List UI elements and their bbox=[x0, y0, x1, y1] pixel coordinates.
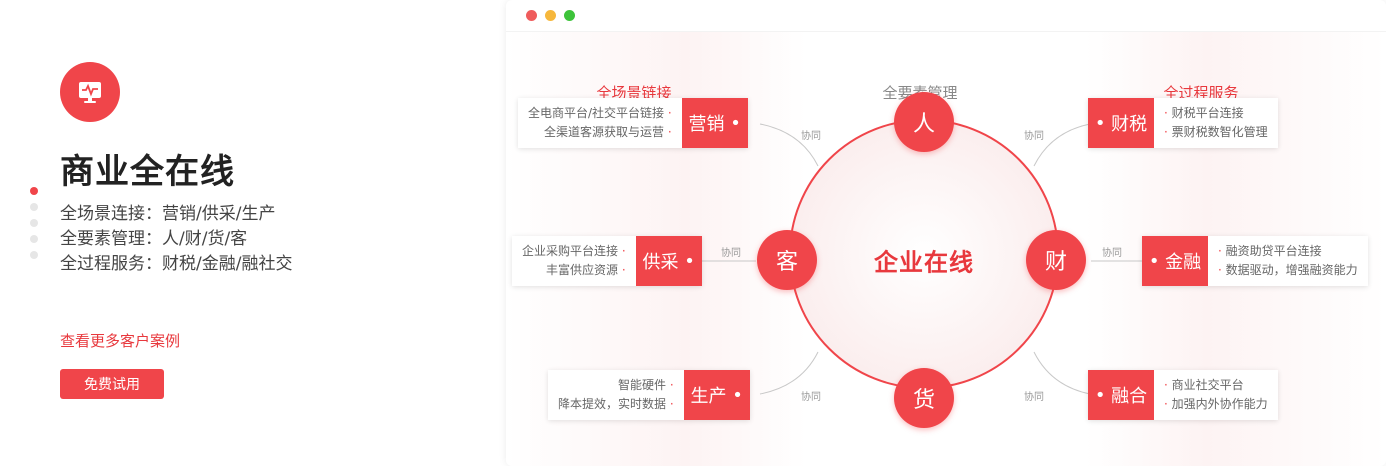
card-line: 财税平台连接 bbox=[1171, 106, 1244, 120]
card-label-text: 财税 bbox=[1111, 114, 1148, 135]
window-titlebar bbox=[506, 0, 1386, 32]
connector-lines bbox=[702, 123, 1143, 395]
card-description: · 融资助贷平台连接 · 数据驱动，增强融资能力 bbox=[1218, 244, 1358, 277]
card-line: 降本提效，实时数据 bbox=[558, 397, 667, 411]
card-fusion[interactable]: • 融合 · 商业社交平台 · 加强内外协作能力 bbox=[1088, 370, 1278, 420]
card-label: 供采 • bbox=[635, 236, 702, 286]
card-line: 智能硬件 bbox=[618, 378, 667, 392]
carousel-dot-1[interactable] bbox=[30, 187, 38, 195]
card-description: 全电商平台/社交平台链接 · 全渠道客源获取与运营 · bbox=[528, 106, 672, 139]
card-label-text: 融合 bbox=[1111, 386, 1148, 407]
card-description: · 商业社交平台 · 加强内外协作能力 bbox=[1164, 378, 1268, 411]
carousel-dot-3[interactable] bbox=[30, 219, 38, 227]
card-description: 企业采购平台连接 · 丰富供应资源 · bbox=[522, 244, 626, 277]
card-line: 全电商平台/社交平台链接 bbox=[528, 106, 665, 120]
card-line: 加强内外协作能力 bbox=[1171, 397, 1268, 411]
card-label-text: 生产 bbox=[690, 386, 727, 407]
diagram-canvas: 全场景链接 全要素管理 全过程服务 企业在线 人 客 财 货 协同 协同 协同 … bbox=[506, 32, 1386, 466]
header-right: 全过程服务 bbox=[1163, 84, 1239, 102]
link-label: 协同 bbox=[1102, 248, 1122, 259]
monitor-pulse-icon bbox=[60, 62, 120, 122]
card-line: 全渠道客源获取与运营 bbox=[544, 125, 665, 139]
carousel-dot-5[interactable] bbox=[30, 251, 38, 259]
card-tax[interactable]: • 财税 · 财税平台连接 · 票财税数智化管理 bbox=[1088, 98, 1278, 148]
window-maximize-dot[interactable] bbox=[564, 10, 575, 21]
free-trial-button[interactable]: 免费试用 bbox=[60, 369, 164, 399]
card-line: 丰富供应资源 bbox=[546, 263, 619, 277]
card-production[interactable]: 智能硬件 · 降本提效，实时数据 · 生产 • bbox=[548, 370, 750, 420]
feature-item: 全要素管理：人/财/货/客 bbox=[60, 229, 248, 249]
card-label: • 融合 bbox=[1088, 370, 1154, 420]
card-description: · 财税平台连接 · 票财税数智化管理 bbox=[1164, 106, 1268, 139]
window-minimize-dot[interactable] bbox=[545, 10, 556, 21]
card-description: 智能硬件 · 降本提效，实时数据 · bbox=[558, 378, 674, 411]
card-label-text: 供采 bbox=[642, 252, 679, 273]
card-line: 融资助贷平台连接 bbox=[1225, 244, 1322, 258]
feature-item: 全场景连接：营销/供采/生产 bbox=[60, 204, 276, 224]
link-label: 协同 bbox=[801, 131, 821, 142]
center-label: 企业在线 bbox=[874, 248, 974, 277]
card-label: 生产 • bbox=[683, 370, 750, 420]
card-label: 营销 • bbox=[681, 98, 748, 148]
carousel-dot-4[interactable] bbox=[30, 235, 38, 243]
window-close-dot[interactable] bbox=[526, 10, 537, 21]
card-marketing[interactable]: 全电商平台/社交平台链接 · 全渠道客源获取与运营 · 营销 • bbox=[518, 98, 748, 148]
card-label-text: 营销 bbox=[688, 114, 725, 135]
card-label: • 财税 bbox=[1088, 98, 1154, 148]
card-line: 数据驱动，增强融资能力 bbox=[1225, 263, 1358, 277]
card-label-text: 金融 bbox=[1165, 252, 1202, 273]
card-line: 票财税数智化管理 bbox=[1171, 125, 1268, 139]
card-finance[interactable]: • 金融 · 融资助贷平台连接 · 数据驱动，增强融资能力 bbox=[1142, 236, 1368, 286]
node-finance[interactable]: 财 bbox=[1026, 230, 1086, 290]
card-line: 商业社交平台 bbox=[1171, 378, 1244, 392]
feature-list: 全场景连接：营销/供采/生产 全要素管理：人/财/货/客 全过程服务：财税/金融… bbox=[60, 202, 292, 277]
node-person[interactable]: 人 bbox=[894, 92, 954, 152]
diagram-window: 全场景链接 全要素管理 全过程服务 企业在线 人 客 财 货 协同 协同 协同 … bbox=[506, 0, 1386, 466]
card-procurement[interactable]: 企业采购平台连接 · 丰富供应资源 · 供采 • bbox=[512, 236, 702, 286]
link-label: 协同 bbox=[1024, 392, 1044, 403]
link-label: 协同 bbox=[721, 248, 741, 259]
link-label: 协同 bbox=[1024, 131, 1044, 142]
link-label: 协同 bbox=[801, 392, 821, 403]
card-label: • 金融 bbox=[1142, 236, 1208, 286]
card-line: 企业采购平台连接 bbox=[522, 244, 619, 258]
node-goods[interactable]: 货 bbox=[894, 368, 954, 428]
carousel-dots bbox=[30, 187, 38, 267]
page-title: 商业全在线 bbox=[60, 152, 235, 192]
feature-item: 全过程服务：财税/金融/融社交 bbox=[60, 254, 293, 274]
carousel-dot-2[interactable] bbox=[30, 203, 38, 211]
node-customer[interactable]: 客 bbox=[757, 230, 817, 290]
more-cases-link[interactable]: 查看更多客户案例 bbox=[60, 332, 181, 350]
header-left: 全场景链接 bbox=[596, 84, 672, 102]
